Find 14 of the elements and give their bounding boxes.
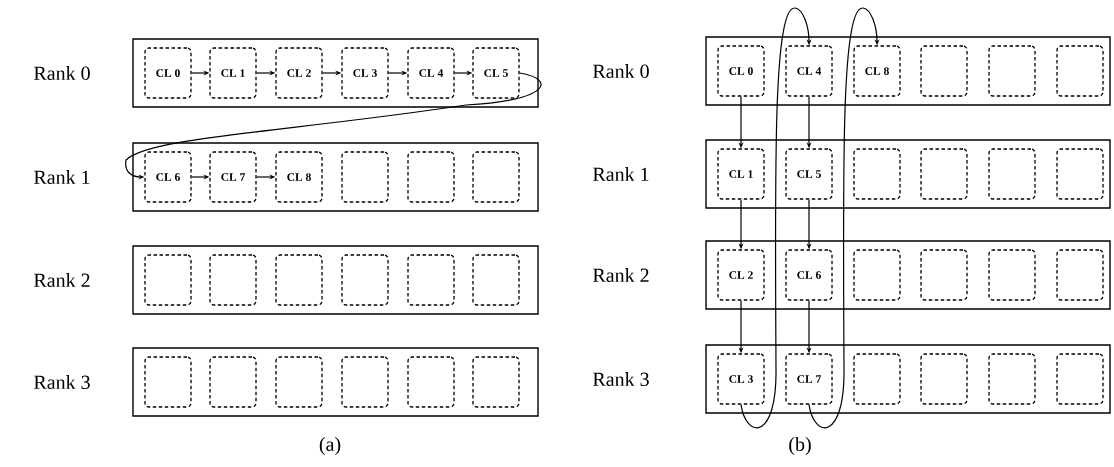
node-label: Rank 3: [33, 374, 90, 390]
node-label: Rank 1: [592, 166, 649, 182]
arrow: [740, 7, 812, 429]
node-label: Rank 0: [33, 65, 90, 81]
node-label: Rank 3: [592, 371, 649, 387]
rank-bar: Rank 3: [34, 347, 539, 417]
panel-label: (a): [319, 436, 341, 456]
rank-bar: Rank 2: [34, 245, 539, 315]
arrow: [808, 7, 880, 429]
node-label: Rank 1: [33, 169, 90, 185]
node-label: Rank 2: [592, 267, 649, 283]
node-label: Rank 2: [33, 272, 90, 288]
panel-label: (b): [789, 436, 811, 456]
node-label: Rank 0: [592, 63, 649, 79]
